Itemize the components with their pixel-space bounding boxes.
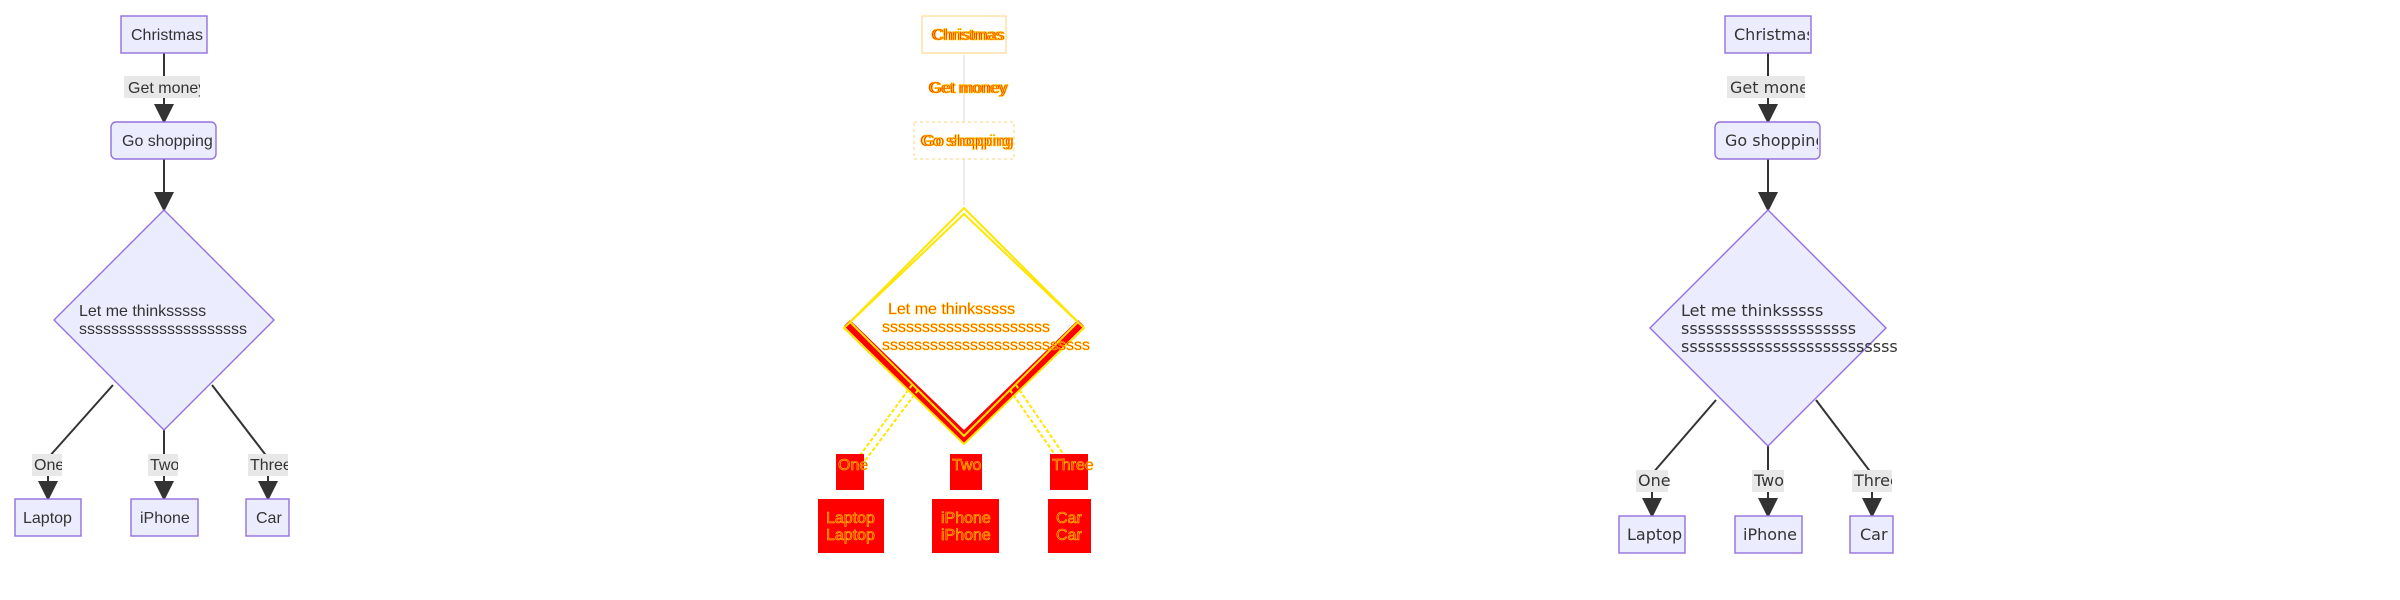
diff-shopping-label-shadow: Go shopping <box>923 133 1014 150</box>
diff-laptop-node <box>818 499 884 553</box>
diff-decision-outline <box>848 206 1080 438</box>
diff-one-label-box <box>836 454 864 490</box>
one-edge-label: One <box>34 457 64 474</box>
diff-edge-three-shift <box>1009 389 1061 463</box>
diff-laptop-label: Laptop <box>826 510 875 527</box>
diff-flowchart: Christmas Christmas Get money Get money … <box>818 15 1094 553</box>
r-get-money-label: Get money <box>1730 78 1818 97</box>
diff-car-label: Car <box>1056 510 1082 527</box>
diff-two-label: Two <box>952 457 981 474</box>
car-node <box>245 498 290 537</box>
shopping-node <box>110 121 217 160</box>
edge-decision-to-three <box>211 384 269 459</box>
r-decision-label-line1: Let me thinksssss <box>1681 301 1823 320</box>
start-node <box>120 15 208 54</box>
r-iphone-node <box>1734 515 1803 554</box>
r-decision-label-line3: ssssssssssssssssssssssssss <box>1681 337 1898 356</box>
two-label-bg <box>148 454 178 476</box>
r-laptop-node-label: Laptop <box>1627 525 1682 544</box>
decision-label-line2: sssssssssssssssssssss <box>79 321 247 338</box>
three-label-bg <box>248 454 288 476</box>
diff-laptop-label-shift: Laptop <box>826 527 875 544</box>
diff-edge-one-shift <box>863 389 919 463</box>
r-shopping-node <box>1714 121 1821 160</box>
diff-shopping-label: Go shopping <box>920 133 1011 150</box>
right-flowchart: Christmas Get money Go shopping Let me t… <box>1618 15 1900 554</box>
get-money-label: Get money <box>128 80 206 97</box>
r-start-node-label: Christmas <box>1734 25 1815 44</box>
r-decision-node <box>1649 209 1887 447</box>
decision-label-line1: Let me thinksssss <box>79 303 206 320</box>
r-iphone-node-label: iPhone <box>1743 525 1797 544</box>
r-get-money-label-bg <box>1727 76 1805 98</box>
r-car-node <box>1849 515 1894 554</box>
diff-decision-line2: sssssssssssssssssssss <box>882 319 1050 336</box>
diff-money-label: Get money <box>928 80 1006 97</box>
decision-node <box>53 209 275 431</box>
diff-car-node <box>1048 499 1091 553</box>
r-start-node <box>1724 15 1812 54</box>
diff-start-label-shadow: Christmas <box>933 27 1005 44</box>
laptop-node <box>14 498 82 537</box>
two-edge-label: Two <box>150 457 179 474</box>
r-one-edge-label: One <box>1638 471 1671 490</box>
laptop-node-label: Laptop <box>23 510 72 527</box>
r-decision-label-line2: sssssssssssssssssssss <box>1681 319 1856 338</box>
diff-shopping-node <box>913 121 1015 160</box>
diff-iphone-label: iPhone <box>941 510 991 527</box>
r-edge-decision-to-one <box>1651 399 1717 475</box>
diff-two-label-box <box>950 454 982 490</box>
iphone-node <box>130 498 199 537</box>
car-node-label: Car <box>256 510 282 527</box>
diff-decision-line3: ssssssssssssssssssssssssss <box>882 337 1090 354</box>
diff-car-label-shift: Car <box>1056 527 1082 544</box>
one-label-bg <box>32 454 62 476</box>
r-edge-decision-to-three <box>1815 399 1873 475</box>
diff-iphone-label-shift: iPhone <box>941 527 991 544</box>
three-edge-label: Three <box>250 457 292 474</box>
start-node-label: Christmas <box>131 27 203 44</box>
shopping-node-label: Go shopping <box>122 133 213 150</box>
diff-edge-one <box>857 384 913 459</box>
diff-start-label: Christmas <box>931 27 1003 44</box>
edge-decision-to-one <box>47 384 114 459</box>
r-shopping-node-label: Go shopping <box>1725 131 1826 150</box>
get-money-label-bg <box>124 76 200 98</box>
r-car-node-label: Car <box>1860 525 1888 544</box>
diff-three-label-box <box>1050 454 1088 490</box>
r-one-label-bg <box>1636 470 1668 492</box>
diff-decision-line1: Let me thinksssss <box>888 301 1015 318</box>
left-flowchart: Christmas Get money Go shopping Let me t… <box>14 15 292 537</box>
diff-start-node <box>921 15 1007 54</box>
r-three-label-bg <box>1852 470 1892 492</box>
r-laptop-node <box>1618 515 1686 554</box>
r-two-edge-label: Two <box>1753 471 1784 490</box>
iphone-node-label: iPhone <box>140 510 190 527</box>
diff-edge-three <box>1015 384 1067 459</box>
diff-iphone-node <box>932 499 999 553</box>
r-three-edge-label: Three <box>1853 471 1900 490</box>
diff-decision-outline-shift <box>842 212 1086 446</box>
diff-one-label: One <box>838 457 868 474</box>
r-two-label-bg <box>1752 470 1784 492</box>
diff-three-label: Three <box>1052 457 1094 474</box>
diff-money-label-shadow: Get money <box>930 80 1008 97</box>
